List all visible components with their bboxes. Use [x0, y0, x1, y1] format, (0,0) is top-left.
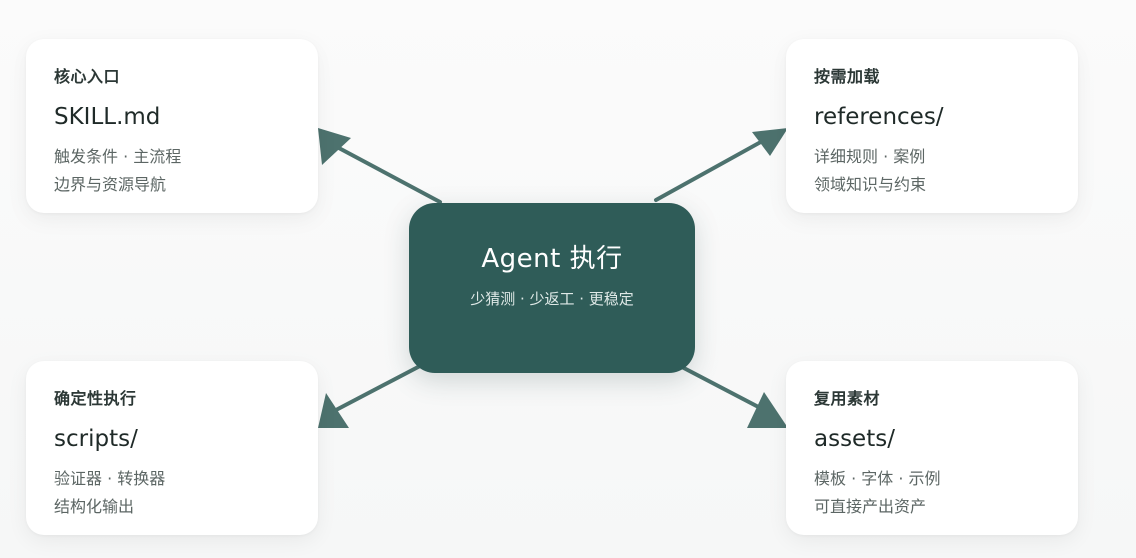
arrowhead-bottom-left	[318, 393, 349, 428]
connector-line-top-left	[335, 145, 442, 204]
card-description-line: 可直接产出资产	[814, 497, 927, 516]
card-description-line: 边界与资源导航	[54, 175, 167, 194]
card-description-line: 模板 · 字体 · 示例	[814, 469, 941, 488]
arrowhead-top-right	[752, 128, 788, 156]
center-title: Agent 执行	[481, 244, 623, 274]
card-description-line: 领域知识与约束	[814, 175, 927, 194]
card-description-line: 触发条件 · 主流程	[54, 147, 182, 166]
card-file-name: SKILL.md	[54, 104, 161, 130]
connector-line-bottom-right	[678, 364, 770, 414]
center-agent-node: Agent 执行 少猜测 · 少返工 · 更稳定	[409, 203, 695, 373]
card-file-name: references/	[814, 104, 944, 130]
card-description-line: 结构化输出	[54, 497, 135, 516]
card-description-line: 详细规则 · 案例	[814, 147, 926, 166]
connector-line-bottom-left	[334, 364, 422, 412]
card-deterministic-execution: 确定性执行 scripts/ 验证器 · 转换器 结构化输出	[26, 361, 318, 535]
card-core-entry: 核心入口 SKILL.md 触发条件 · 主流程 边界与资源导航	[26, 39, 318, 213]
card-on-demand-loading: 按需加载 references/ 详细规则 · 案例 领域知识与约束	[786, 39, 1078, 213]
connector-line-top-right	[654, 136, 770, 202]
card-title: 核心入口	[54, 67, 121, 86]
arrowhead-top-left	[318, 128, 351, 165]
card-file-name: assets/	[814, 426, 895, 452]
card-title: 确定性执行	[54, 389, 137, 408]
card-file-name: scripts/	[54, 426, 138, 452]
card-title: 复用素材	[814, 389, 881, 408]
arrowhead-bottom-right	[747, 392, 788, 428]
center-subtitle: 少猜测 · 少返工 · 更稳定	[470, 290, 634, 308]
card-title: 按需加载	[814, 67, 881, 86]
card-description-line: 验证器 · 转换器	[54, 469, 166, 488]
card-reusable-assets: 复用素材 assets/ 模板 · 字体 · 示例 可直接产出资产	[786, 361, 1078, 535]
